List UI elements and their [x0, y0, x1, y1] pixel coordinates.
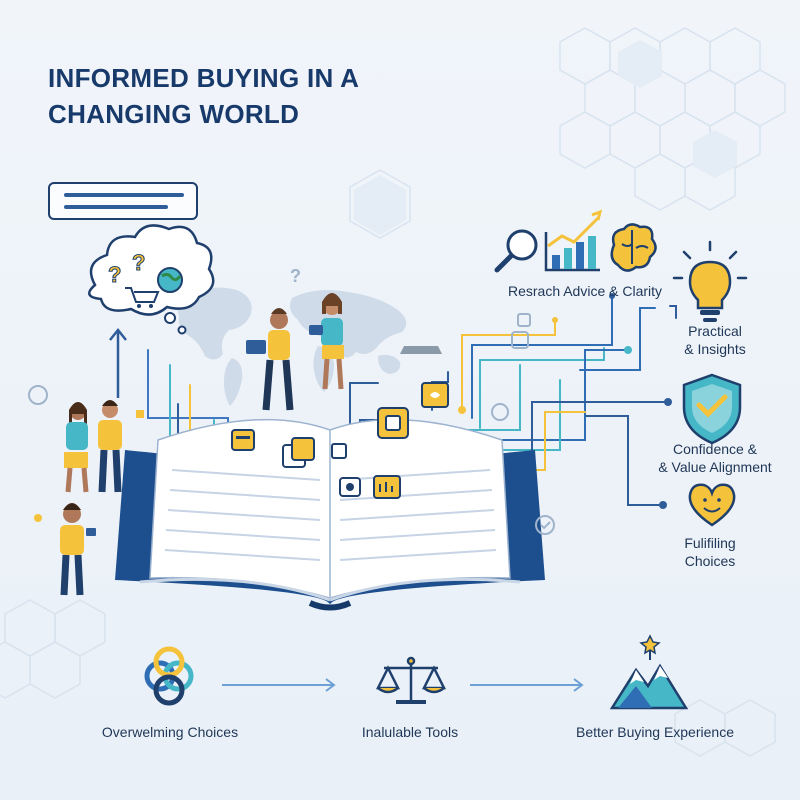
label-overwhelming-choices: Overwelming Choices — [101, 724, 239, 740]
page-title: INFORMED BUYING IN A CHANGING WORLD — [48, 60, 468, 132]
check-icon — [535, 515, 555, 535]
growth-chart-icon — [544, 209, 603, 272]
label-better-buying-experience: Better Buying Experience — [576, 724, 734, 740]
hex-pattern — [0, 27, 786, 757]
mountain-star-icon — [609, 634, 689, 710]
label-confidence: Confidence & & Value Alignment — [640, 440, 790, 476]
globe-icon — [157, 267, 183, 293]
svg-text:?: ? — [108, 262, 121, 287]
label-practical: Practical & Insights — [650, 322, 780, 358]
arrow-up-icon — [109, 327, 127, 398]
arrow-right-icon — [222, 678, 584, 692]
brain-icon — [610, 223, 657, 272]
label-fulfilling: Fulifiling Choices — [655, 534, 765, 570]
question-cloud-icon: ? ? — [88, 224, 215, 335]
shield-check-icon — [682, 373, 742, 445]
search-bar-line — [64, 205, 168, 209]
small-car-icon — [400, 346, 442, 354]
magnifier-icon — [494, 229, 538, 273]
title-line-1: INFORMED BUYING IN A — [48, 63, 360, 93]
label-practical-line-2: & Insights — [684, 341, 746, 357]
label-fulfilling-line-1: Fulifiling — [684, 535, 736, 551]
document-icons — [231, 382, 449, 499]
person-group — [64, 400, 144, 493]
balance-scale-icon — [375, 656, 447, 704]
person-tablet — [309, 293, 344, 390]
label-confidence-line-1: Confidence & — [672, 441, 758, 457]
search-bar-line — [64, 193, 184, 197]
person-phone — [60, 503, 96, 596]
lightbulb-icon — [672, 240, 748, 322]
open-book — [115, 418, 545, 611]
label-practical-line-1: Practical — [688, 323, 742, 339]
heart-smile-icon — [688, 483, 736, 527]
svg-text:?: ? — [290, 266, 301, 286]
title-line-2: CHANGING WORLD — [48, 99, 300, 129]
badge-icon — [28, 385, 48, 405]
svg-text:?: ? — [132, 250, 145, 275]
label-confidence-line-2: & Value Alignment — [658, 459, 772, 475]
label-research: Resrach Advice & Clarity — [507, 283, 663, 299]
search-bar[interactable] — [48, 182, 198, 220]
person-laptop — [246, 308, 294, 411]
label-invaluable-tools: Inalulable Tools — [361, 724, 459, 740]
knot-icon — [144, 646, 194, 706]
label-fulfilling-line-2: Choices — [684, 553, 736, 569]
shopping-cart-icon — [125, 287, 160, 308]
world-map — [177, 287, 407, 406]
